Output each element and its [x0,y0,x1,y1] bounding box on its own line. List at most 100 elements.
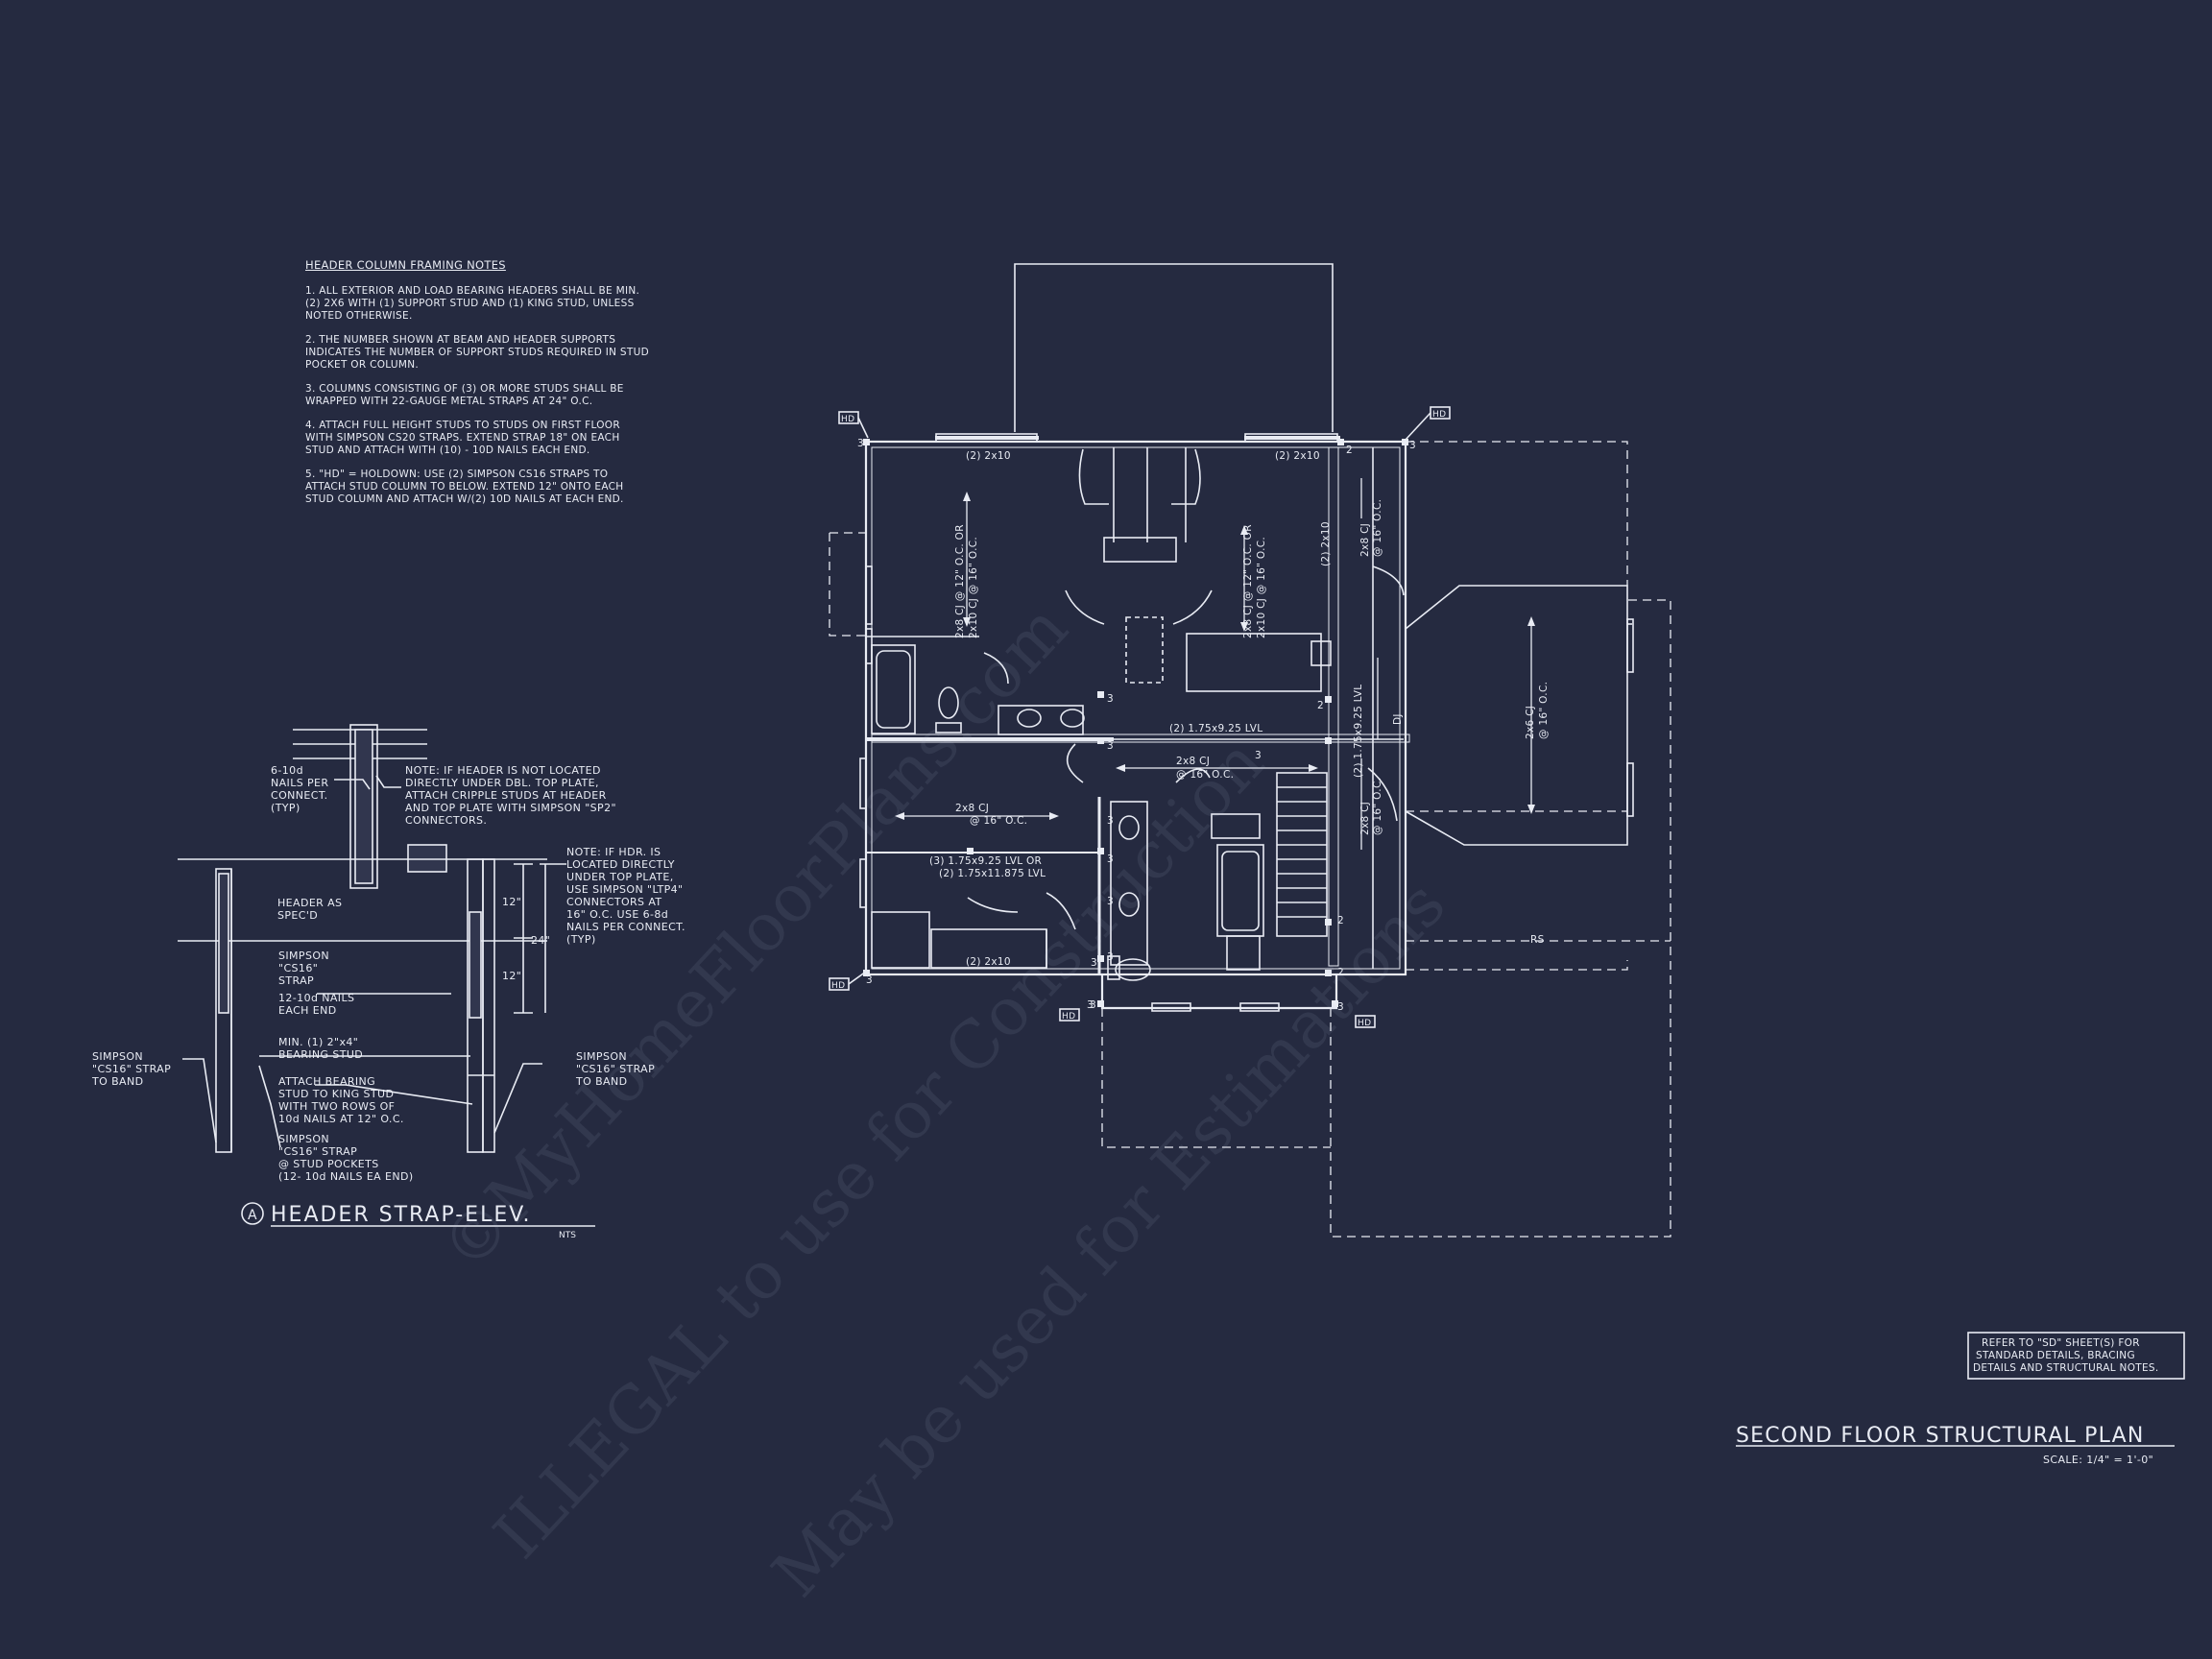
hd-label-3: HD [831,981,845,991]
refer-line-3: DETAILS AND STRUCTURAL NOTES. [1973,1362,2159,1374]
detail-dim-24: 24" [531,934,550,947]
detail-title: HEADER STRAP-ELEV. [271,1203,531,1227]
joist-hall: 2x8 CJ [955,803,989,814]
framing-note-1: 1. ALL EXTERIOR AND LOAD BEARING HEADERS… [305,285,640,322]
detail-note2-line-1: NOTE: IF HDR. IS [566,846,661,858]
detail-band-right-1: SIMPSON [576,1050,627,1063]
header-label-right: (2) 2x10 [1275,450,1320,462]
joist-closet-b: @ 16" O.C. [1372,499,1383,557]
framing-notes-title: HEADER COLUMN FRAMING NOTES [305,258,506,272]
detail-note2-line-3: UNDER TOP PLATE, [566,871,674,883]
detail-strap-pockets-1: SIMPSON [278,1133,329,1145]
support-count: 3 [1255,750,1262,761]
detail-nails-end-1: 12-10d NAILS [278,992,354,1004]
detail-attach-bearing-3: WITH TWO ROWS OF [278,1100,395,1113]
framing-note-3: 3. COLUMNS CONSISTING OF (3) OR MORE STU… [305,383,624,407]
detail-band-left-2: "CS16" STRAP [92,1063,171,1075]
detail-attach-bearing-4: 10d NAILS AT 12" O.C. [278,1113,404,1125]
sheet-title: SECOND FLOOR STRUCTURAL PLAN [1736,1424,2145,1448]
support-count: 3 [1087,999,1094,1011]
support-count: 2 [1337,967,1344,978]
joist-bed2b: 2x10 CJ @ 16" O.C. [1256,537,1267,638]
support-count: 3 [1337,1001,1344,1013]
detail-header-as-2: SPEC'D [277,909,318,922]
joist-bonus: 2x6 CJ [1525,706,1536,739]
second-floor-plan [829,263,1671,1238]
header-strap-detail [178,724,595,1227]
support-count: 3 [1091,957,1097,969]
framing-note-5: 5. "HD" = HOLDOWN: USE (2) SIMPSON CS16 … [305,469,624,505]
beam-lvl2b: (2) 1.75x11.875 LVL [939,868,1046,879]
detail-strap-pockets-4: (12- 10d NAILS EA END) [278,1170,414,1183]
detail-dim-12a: 12" [502,896,521,908]
detail-note2-line-2: LOCATED DIRECTLY [566,858,675,871]
support-count: 3 [1107,854,1114,865]
hd-label-2: HD [1432,410,1446,420]
detail-note2-line-4: USE SIMPSON "LTP4" [566,883,683,896]
detail-strap-3: STRAP [278,974,314,987]
joist-stair-b: @ 16" O.C. [1372,778,1383,835]
support-count: 3 [1107,740,1114,752]
support-count: 3 [866,974,873,986]
joist-bed2: 2x8 CJ @ 12" O.C. OR [1242,524,1254,638]
support-count: 2 [1346,445,1353,456]
support-count: 3 [1107,815,1114,827]
joist-stair: 2x8 CJ [1359,802,1371,835]
header-label-vertical: (2) 2x10 [1320,521,1332,566]
hd-label-1: HD [841,415,854,424]
joist-closet: 2x8 CJ [1359,523,1371,557]
sheet-scale: SCALE: 1/4" = 1'-0" [2043,1454,2153,1466]
detail-bearing-stud-1: MIN. (1) 2"x4" [278,1036,358,1048]
detail-scale: NTS [559,1231,576,1240]
support-count: 2 [1317,700,1324,711]
detail-dim-12b: 12" [502,970,521,982]
refer-line-1: REFER TO "SD" SHEET(S) FOR [1982,1337,2140,1349]
joist-hall-b: @ 16" O.C. [970,815,1027,827]
support-count: 3 [1409,440,1416,451]
detail-note1-line-2: DIRECTLY UNDER DBL. TOP PLATE, [405,777,599,789]
detail-note2-line-5: CONNECTORS AT [566,896,662,908]
detail-nails-label-3: CONNECT. [271,789,328,802]
support-count: 3 [1107,896,1114,907]
detail-note2-line-8: (TYP) [566,933,596,946]
detail-band-right-3: TO BAND [575,1075,627,1088]
detail-strap-pockets-3: @ STUD POCKETS [278,1158,379,1170]
framing-notes: HEADER COLUMN FRAMING NOTES 1. ALL EXTER… [305,259,651,517]
support-count: 3 [1107,951,1114,963]
header-label-bottom: (2) 2x10 [966,956,1011,968]
detail-note1-line-4: AND TOP PLATE WITH SIMPSON "SP2" [405,802,616,814]
joist-center-b: @ 16" O.C. [1176,769,1234,781]
detail-strap-pockets-2: "CS16" STRAP [278,1145,357,1158]
joist-bed1b: 2x10 CJ @ 16" O.C. [968,537,979,638]
detail-nails-label-2: NAILS PER [271,777,328,789]
joist-bed1: 2x8 CJ @ 12" O.C. OR [954,524,966,638]
joist-bonus-b: @ 16" O.C. [1538,682,1550,739]
detail-nails-label-4: (TYP) [271,802,301,814]
refer-box [1967,1332,2185,1380]
support-count: 3 [1107,693,1114,705]
refer-line-2: STANDARD DETAILS, BRACING [1976,1350,2135,1361]
dj-label: DJ [1392,713,1404,725]
hd-label-5: HD [1358,1019,1371,1028]
framing-note-4: 4. ATTACH FULL HEIGHT STUDS TO STUDS ON … [305,420,620,456]
detail-band-left-3: TO BAND [91,1075,143,1088]
beam-lvl-vertical: (2) 1.75x9.25 LVL [1353,685,1364,778]
detail-note2-line-7: NAILS PER CONNECT. [566,921,685,933]
detail-nails-end-2: EACH END [278,1004,337,1017]
header-label-left: (2) 2x10 [966,450,1011,462]
detail-note2-line-6: 16" O.C. USE 6-8d [566,908,668,921]
support-count: 3 [1090,999,1096,1011]
beam-lvl: (2) 1.75x9.25 LVL [1169,723,1262,734]
detail-note1-line-5: CONNECTORS. [405,814,487,827]
beam-lvl2a: (3) 1.75x9.25 LVL OR [929,855,1042,867]
detail-header-as-1: HEADER AS [277,897,342,909]
detail-note1-line-1: NOTE: IF HEADER IS NOT LOCATED [405,764,601,777]
detail-nails-label-1: 6-10d [271,764,303,777]
detail-bearing-stud-2: BEARING STUD [278,1048,363,1061]
detail-attach-bearing-2: STUD TO KING STUD [278,1088,394,1100]
detail-band-left-1: SIMPSON [92,1050,143,1063]
hd-label-4: HD [1062,1012,1075,1022]
detail-note1-line-3: ATTACH CRIPPLE STUDS AT HEADER [405,789,607,802]
rs-label: RS [1530,934,1545,946]
